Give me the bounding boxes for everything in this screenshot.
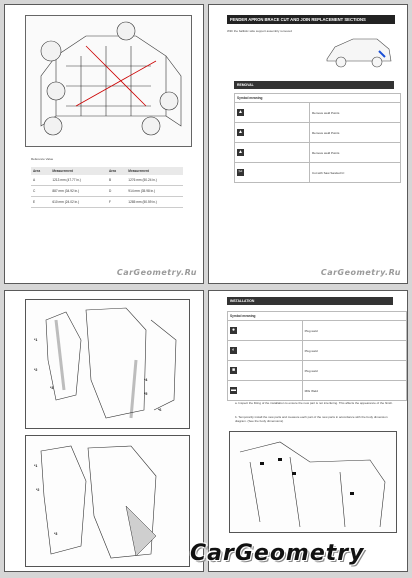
cell: E (31, 196, 51, 208)
install-diagram (229, 431, 397, 533)
table-row: ▲ Remove weld Points (234, 102, 401, 123)
table-row: ◐ Plug weld (227, 340, 407, 361)
symbol-text: Cut with Saw Sanded Irr. (309, 162, 401, 183)
cell: B (106, 175, 127, 186)
page-1: Reference Value Area Measurement Area Me… (4, 4, 204, 284)
table-row: ✂ Cut with Saw Sanded Irr. (234, 162, 401, 183)
symbol-text: Remove weld Points (309, 142, 401, 163)
table-row: E 610 mm (24.02 in.) F 1285 mm (50.59 in… (31, 196, 183, 208)
cell: D (106, 185, 127, 197)
table-row: ▬ MIG Weld (227, 380, 407, 401)
page-3: *1 *2 *3 *4 *5 *6 *1 *2 *3 (4, 290, 204, 572)
table-row: ■ Plug weld (227, 360, 407, 381)
plug-weld-icon: ■ (230, 367, 237, 374)
cell: 887 mm (34.92 in.) (50, 185, 107, 197)
reference-caption: Reference Value (31, 157, 54, 161)
table-row: C 887 mm (34.92 in.) D 914 mm (35.98 in.… (31, 185, 183, 197)
callout-label: *4 (144, 378, 148, 382)
callout-label: *2 (36, 488, 40, 492)
symbol-text: MIG Weld (301, 380, 407, 401)
cell: 1213 mm (47.77 in.) (50, 175, 107, 186)
cut-diagram-bottom: *1 *2 *3 (25, 435, 190, 567)
footer-watermark: CarGeometry (190, 541, 365, 566)
col-header: Measurement (126, 167, 183, 175)
table-row: ● Plug weld (227, 320, 407, 341)
step-b: b. Temporarily install the new parts and… (235, 415, 388, 423)
step-a: a. Inspect the fitting of the installati… (235, 401, 393, 405)
cell: A (31, 175, 51, 186)
callout-label: *5 (144, 392, 148, 396)
symbol-text: Plug weld (301, 360, 407, 381)
symbol-header: Symbol meaning (234, 93, 401, 103)
watermark: CarGeometry.Ru (116, 268, 197, 277)
symbol-text: Remove weld Points (309, 122, 401, 143)
cell: F (106, 196, 127, 208)
col-header: Measurement (50, 167, 107, 175)
cell: C (31, 185, 51, 197)
car-illustration (321, 27, 395, 73)
section-header: REMOVAL (234, 81, 394, 89)
col-header: Area (31, 167, 51, 175)
page-title: FENDER APRON BRACE CUT AND JOIN REPLACEM… (227, 15, 395, 24)
cut-diagram-top: *1 *2 *3 *4 *5 *6 (25, 299, 190, 429)
col-header: Area (106, 167, 127, 175)
drill-icon: ▲ (237, 109, 244, 116)
table-row: ▲ Remove weld Points (234, 142, 401, 163)
symbol-table: Symbol meaning ▲ Remove weld Points ▲ Re… (234, 93, 401, 183)
callout-label: *1 (34, 464, 38, 468)
drill-icon: ▲ (237, 129, 244, 136)
removal-note: With the ballistic side support assembly… (227, 29, 292, 33)
page-4: INSTALLATION Symbol meaning ● Plug weld … (208, 290, 408, 572)
cell: 1285 mm (50.59 in.) (126, 196, 183, 208)
symbol-header: Symbol meaning (227, 311, 407, 321)
page-2: FENDER APRON BRACE CUT AND JOIN REPLACEM… (208, 4, 408, 284)
drill-icon: ▲ (237, 149, 244, 156)
symbol-table: Symbol meaning ● Plug weld ◐ Plug weld ■… (227, 311, 407, 401)
saw-icon: ✂ (237, 169, 244, 176)
cell: 1276 mm (50.24 in.) (126, 175, 183, 186)
cell: 610 mm (24.02 in.) (50, 196, 107, 208)
plug-weld-icon: ◐ (230, 347, 237, 354)
callout-label: *6 (158, 408, 162, 412)
watermark: CarGeometry.Ru (320, 268, 401, 277)
callout-label: *2 (34, 368, 38, 372)
table-row: A 1213 mm (47.77 in.) B 1276 mm (50.24 i… (31, 175, 183, 186)
body-frame-illustration (25, 15, 192, 147)
cell: 914 mm (35.98 in.) (126, 185, 183, 197)
mig-weld-icon: ▬ (230, 387, 237, 394)
reference-table: Area Measurement Area Measurement A 1213… (31, 167, 183, 208)
section-header: INSTALLATION (227, 297, 393, 305)
callout-label: *3 (50, 386, 54, 390)
symbol-text: Remove weld Points (309, 102, 401, 123)
symbol-text: Plug weld (301, 320, 407, 341)
symbol-text: Plug weld (301, 340, 407, 361)
plug-weld-icon: ● (230, 327, 237, 334)
callout-label: *1 (34, 338, 38, 342)
table-row: ▲ Remove weld Points (234, 122, 401, 143)
callout-label: *3 (54, 532, 58, 536)
